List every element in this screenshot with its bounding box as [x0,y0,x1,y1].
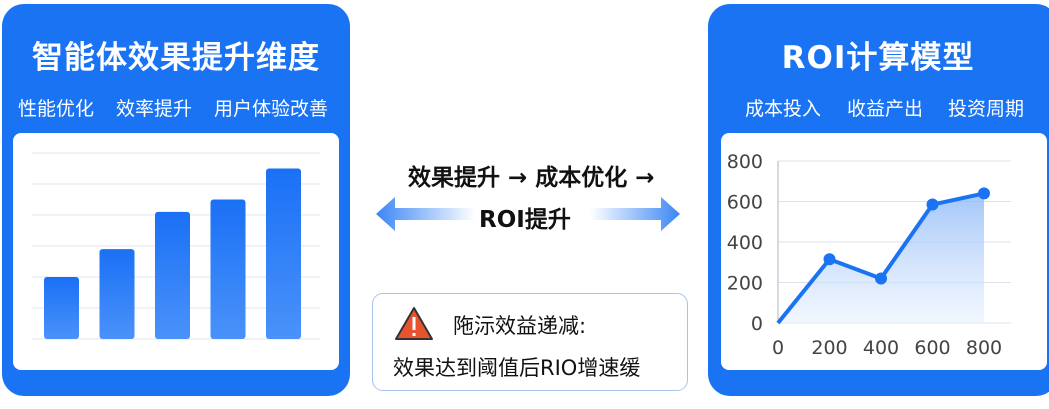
y-tick-label: 400 [727,232,763,254]
y-tick-label: 600 [727,192,763,214]
bar-chart-card [13,133,339,370]
x-tick-label: 800 [966,337,1002,359]
bar [99,249,135,339]
x-tick-label: 400 [863,337,899,359]
y-tick-label: 800 [727,151,763,173]
roi-model-panel: ROI计算模型 成本投入 收益产出 投资周期 0 200 400 600 800 0 200… [708,4,1049,396]
double-arrow-icon [376,197,680,231]
subtitle-cost: 成本投入 [745,98,822,120]
warning-text: 效果达到阈值后RIO增速缓 [393,356,641,380]
bar [266,168,301,339]
subtitle-ux: 用户体验改善 [214,98,329,120]
y-tick-label: 0 [751,313,763,335]
panel-title: 智能体效果提升维度 [32,40,320,76]
warning-box: 陁沶效益递减: 效果达到阈值后RIO增速缓 [372,293,688,391]
bar [44,277,79,339]
data-point [823,253,836,266]
data-point [875,272,887,285]
bar-chart [32,152,320,340]
x-tick-label: 0 [772,337,784,359]
bar [155,211,190,339]
bar [210,199,246,339]
warning-icon [395,307,433,340]
subtitle-period: 投资周期 [948,98,1025,120]
data-point [926,198,939,211]
warning-title: 陁沶效益递减: [453,314,587,338]
line-chart-card: 0 200 400 600 800 0 200 400 600 800 [721,133,1047,370]
effect-dimensions-panel: 智能体效果提升维度 性能优化 效率提升 用户体验改善 [2,4,350,396]
panel-title: ROI计算模型 [781,40,975,76]
area-fill [778,193,984,323]
y-tick-label: 200 [727,273,763,295]
x-tick-label: 200 [811,337,847,359]
subtitle-efficiency: 效率提升 [116,98,193,120]
subtitle-revenue: 收益产出 [847,98,924,120]
flow-text: 效果提升 → 成本优化 → [408,165,655,191]
line-chart: 0 200 400 600 800 0 200 400 600 800 [727,151,1011,359]
roi-up-text: ROI提升 [479,207,571,233]
x-tick-label: 600 [914,337,950,359]
subtitle-performance: 性能优化 [18,98,95,120]
data-point [978,187,990,200]
